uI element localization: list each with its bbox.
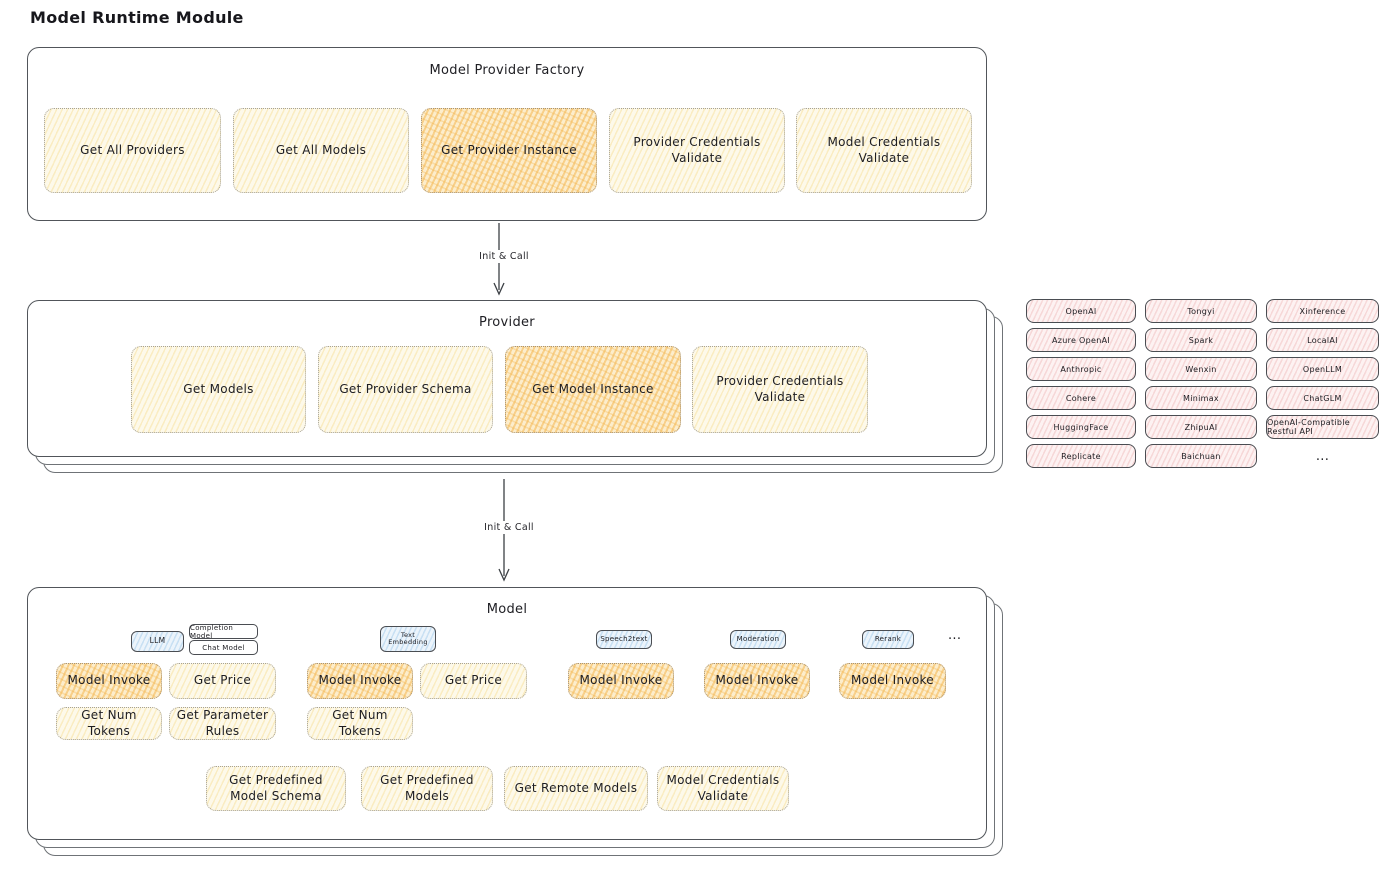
provider-item-localai[interactable]: LocalAI [1266,328,1379,352]
provider-credentials-validate-button-2[interactable]: Provider Credentials Validate [692,346,868,433]
get-predefined-model-schema-button[interactable]: Get Predefined Model Schema [206,766,346,811]
model-title: Model [486,602,528,617]
get-all-models-button[interactable]: Get All Models [233,108,409,193]
provider-item-chatglm[interactable]: ChatGLM [1266,386,1379,410]
llm-get-num-tokens-button[interactable]: Get Num Tokens [56,707,162,740]
get-model-instance-button[interactable]: Get Model Instance [505,346,681,433]
init-call-label-2: Init & Call [467,521,551,534]
text-embedding-get-num-tokens-button[interactable]: Get Num Tokens [307,707,413,740]
provider-item-xinference[interactable]: Xinference [1266,299,1379,323]
provider-item-openai[interactable]: OpenAI [1026,299,1136,323]
provider-item-zhipuai[interactable]: ZhipuAI [1145,415,1257,439]
get-remote-models-button[interactable]: Get Remote Models [504,766,648,811]
provider-item-baichuan[interactable]: Baichuan [1145,444,1257,468]
llm-get-price-button[interactable]: Get Price [169,663,276,699]
provider-container[interactable]: Provider Get Models Get Provider Schema … [27,300,987,457]
provider-item-openllm[interactable]: OpenLLM [1266,357,1379,381]
provider-list-grid: OpenAI Tongyi Xinference Azure OpenAI Sp… [1026,299,1379,468]
rerank-model-invoke-button[interactable]: Model Invoke [839,663,946,699]
chat-model-tag[interactable]: Chat Model [189,640,258,655]
text-embedding-tag[interactable]: Text Embedding [380,626,436,652]
llm-model-invoke-button[interactable]: Model Invoke [56,663,162,699]
speech2text-tag[interactable]: Speech2text [596,630,652,649]
get-models-button[interactable]: Get Models [131,346,306,433]
text-embedding-model-invoke-button[interactable]: Model Invoke [307,663,413,699]
provider-item-minimax[interactable]: Minimax [1145,386,1257,410]
model-tags-more-label: ... [948,628,962,643]
model-credentials-validate-button[interactable]: Model Credentials Validate [796,108,972,193]
model-credentials-validate-button-2[interactable]: Model Credentials Validate [657,766,789,811]
factory-title: Model Provider Factory [429,63,585,78]
moderation-tag[interactable]: Moderation [730,630,786,649]
provider-item-replicate[interactable]: Replicate [1026,444,1136,468]
rerank-tag[interactable]: Rerank [862,630,914,649]
get-all-providers-button[interactable]: Get All Providers [44,108,221,193]
provider-list-more-label: ... [1315,448,1330,464]
model-container[interactable]: Model LLM Completion Model Chat Model Te… [27,587,987,840]
get-provider-schema-button[interactable]: Get Provider Schema [318,346,493,433]
page-title: Model Runtime Module [30,8,244,27]
provider-item-openai-compatible[interactable]: OpenAI-Compatible Restful API [1266,415,1379,439]
text-embedding-get-price-button[interactable]: Get Price [420,663,527,699]
provider-item-tongyi[interactable]: Tongyi [1145,299,1257,323]
moderation-model-invoke-button[interactable]: Model Invoke [704,663,810,699]
provider-item-anthropic[interactable]: Anthropic [1026,357,1136,381]
provider-item-cohere[interactable]: Cohere [1026,386,1136,410]
provider-item-azure-openai[interactable]: Azure OpenAI [1026,328,1136,352]
provider-item-huggingface[interactable]: HuggingFace [1026,415,1136,439]
model-provider-factory-container[interactable]: Model Provider Factory Get All Providers… [27,47,987,221]
get-provider-instance-button[interactable]: Get Provider Instance [421,108,597,193]
completion-model-tag[interactable]: Completion Model [189,624,258,640]
speech2text-model-invoke-button[interactable]: Model Invoke [568,663,674,699]
provider-item-spark[interactable]: Spark [1145,328,1257,352]
init-call-label-1: Init & Call [462,250,546,263]
llm-tag[interactable]: LLM [131,631,184,652]
provider-credentials-validate-button[interactable]: Provider Credentials Validate [609,108,785,193]
llm-get-parameter-rules-button[interactable]: Get Parameter Rules [169,707,276,740]
get-predefined-models-button[interactable]: Get Predefined Models [361,766,493,811]
provider-item-wenxin[interactable]: Wenxin [1145,357,1257,381]
provider-title: Provider [479,315,535,330]
